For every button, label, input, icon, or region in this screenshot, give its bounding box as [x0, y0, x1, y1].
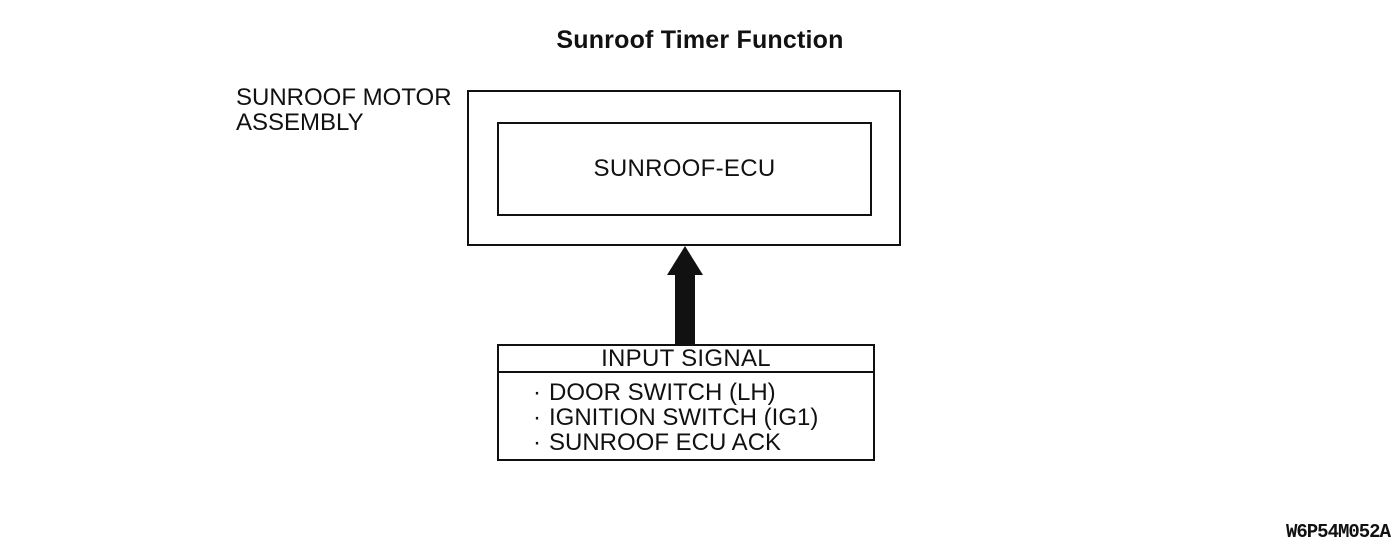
list-item-label: IGNITION SWITCH (IG1): [549, 404, 819, 431]
list-item-label: SUNROOF ECU ACK: [549, 429, 782, 456]
figure-code: W6P54M052A: [1285, 521, 1391, 543]
input-signal-list: · DOOR SWITCH (LH) · IGNITION SWITCH (IG1)…: [499, 373, 873, 455]
bullet-dot-icon: ·: [533, 429, 541, 456]
sunroof-motor-assembly-label: SUNROOF MOTOR ASSEMBLY: [236, 85, 452, 135]
assembly-label-line1: SUNROOF MOTOR: [236, 84, 452, 111]
bullet-dot-icon: ·: [533, 379, 541, 406]
input-signal-header: INPUT SIGNAL: [499, 345, 873, 373]
up-arrow-head: [667, 246, 703, 275]
sunroof-ecu-box: SUNROOF-ECU: [497, 122, 872, 216]
list-item-label: DOOR SWITCH (LH): [549, 379, 776, 406]
assembly-label-line2: ASSEMBLY: [236, 109, 364, 136]
bullet-dot-icon: ·: [533, 404, 541, 431]
list-item: · SUNROOF ECU ACK: [533, 430, 873, 455]
sunroof-ecu-label: SUNROOF-ECU: [593, 155, 776, 182]
input-signal-box: INPUT SIGNAL · DOOR SWITCH (LH) · IGNITION…: [497, 344, 875, 461]
list-item: · IGNITION SWITCH (IG1): [533, 405, 873, 430]
diagram-title: Sunroof Timer Function: [556, 26, 844, 54]
up-arrow-shaft: [675, 273, 695, 344]
sunroof-motor-assembly-box: SUNROOF-ECU: [467, 90, 901, 246]
list-item: · DOOR SWITCH (LH): [533, 380, 873, 405]
